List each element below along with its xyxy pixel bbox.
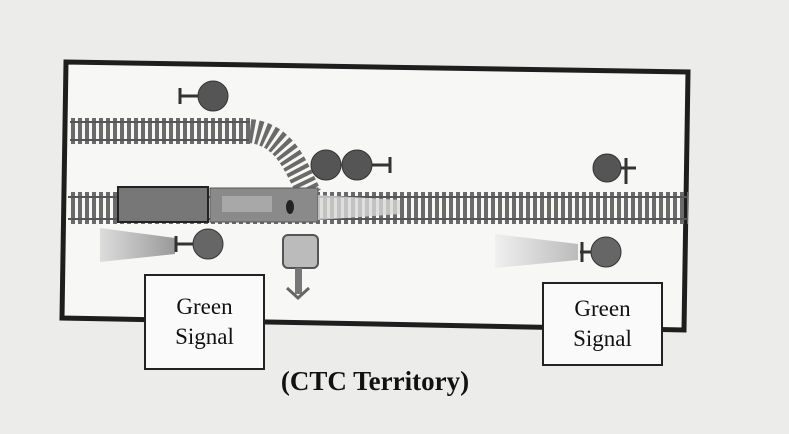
signal-right-lower xyxy=(495,234,622,268)
signal-right-upper xyxy=(592,153,636,184)
train-car xyxy=(117,186,209,223)
headlight-beam xyxy=(318,195,400,220)
siding-track xyxy=(70,118,321,201)
signal-left-lower xyxy=(100,228,224,262)
right-box-line1: Green xyxy=(574,296,631,321)
signal-double-head xyxy=(310,149,392,181)
left-green-signal-box: Green Signal xyxy=(144,274,265,370)
right-green-signal-box: Green Signal xyxy=(542,282,663,366)
left-box-line2: Signal xyxy=(175,324,234,349)
train xyxy=(117,186,400,223)
signal-siding xyxy=(178,80,229,112)
sign-post xyxy=(282,234,319,301)
diagram-caption: (CTC Territory) xyxy=(280,366,470,396)
right-box-line2: Signal xyxy=(573,326,632,351)
left-box-line1: Green xyxy=(176,294,233,319)
